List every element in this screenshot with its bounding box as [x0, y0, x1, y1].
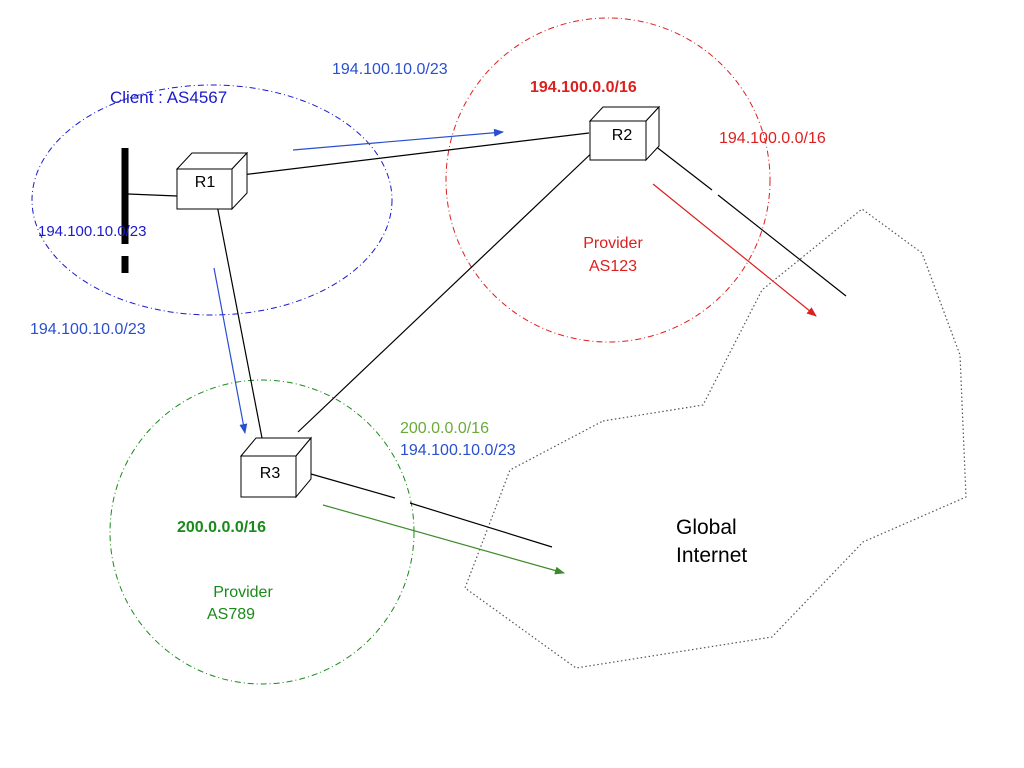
global-internet-label-line2: Internet [676, 544, 747, 567]
router-r1[interactable]: R1 [175, 151, 249, 211]
router-r2-label: R2 [612, 127, 633, 144]
arrow-r1-to-r3 [213, 267, 248, 434]
router-r3-label: R3 [260, 465, 281, 482]
client-as-label: Client : AS4567 [110, 88, 227, 107]
provider-as789-name-line1: Provider [213, 584, 273, 601]
client-lan-prefix: 194.100.10.0/23 [38, 223, 146, 240]
provider-as789-name-line2: AS789 [207, 606, 255, 623]
adv-r1-to-r3-prefix: 194.100.10.0/23 [30, 321, 146, 338]
adv-r2-to-internet-prefix: 194.100.0.0/16 [719, 130, 826, 147]
router-r3[interactable]: R3 [239, 436, 313, 499]
adv-r3-to-internet-prefix-2: 194.100.10.0/23 [400, 442, 516, 459]
arrow-r2-to-internet [652, 183, 817, 317]
link-r1-r3 [216, 204, 263, 439]
client-as-region [31, 84, 393, 316]
arrow-r3-to-internet [322, 504, 565, 575]
link-r2-r3 [297, 146, 599, 433]
arrow-r1-to-r2 [292, 128, 504, 151]
provider-as123-prefix: 194.100.0.0/16 [530, 79, 637, 96]
provider-as123-name-line1: Provider [583, 235, 643, 252]
link-r3-internet-a [310, 473, 396, 499]
link-lan-r1 [127, 193, 178, 197]
provider-as789-region [109, 379, 415, 685]
adv-r1-to-r2-prefix: 194.100.10.0/23 [332, 61, 448, 78]
router-r2[interactable]: R2 [588, 105, 661, 162]
provider-as123-region [445, 17, 771, 343]
adv-r3-to-internet-prefix-1: 200.0.0.0/16 [400, 420, 489, 437]
link-r3-internet-b [409, 502, 553, 548]
global-internet-label-line1: Global [676, 516, 737, 539]
global-internet-cloud [464, 208, 967, 669]
provider-as789-prefix: 200.0.0.0/16 [177, 519, 266, 536]
provider-as123-name-line2: AS123 [589, 258, 637, 275]
link-r2-internet-b [717, 194, 847, 297]
link-r2-internet-a [649, 141, 713, 191]
link-r1-r2 [232, 132, 590, 177]
router-r1-label: R1 [195, 174, 216, 191]
